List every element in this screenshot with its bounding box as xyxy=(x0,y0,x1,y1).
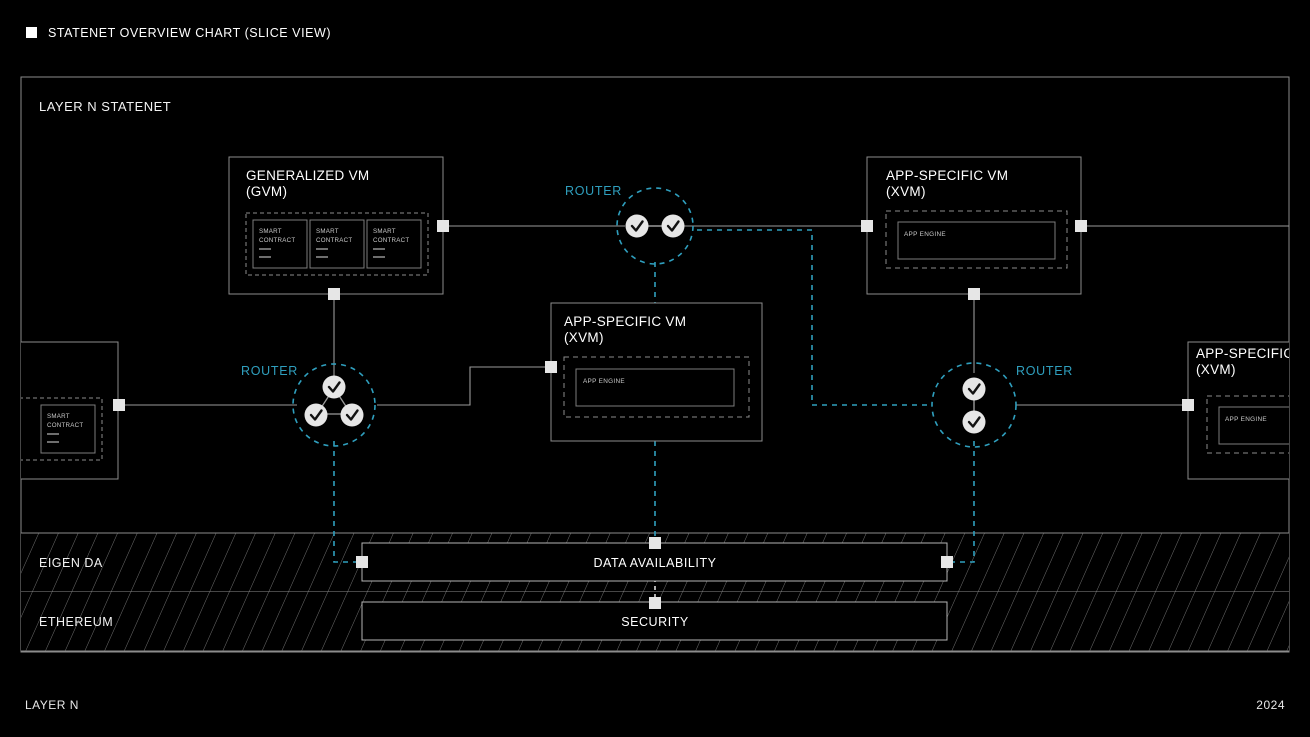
sc-label-line1: SMART xyxy=(316,228,339,235)
port-gvm-left-clipped-right[interactable] xyxy=(113,399,125,411)
check-icon xyxy=(345,409,359,421)
port-da-left[interactable] xyxy=(356,556,368,568)
check-icon xyxy=(967,383,981,395)
sc-label-line2: CONTRACT xyxy=(373,237,409,244)
router-check-node[interactable] xyxy=(340,403,364,427)
da-bar-label: DATA AVAILABILITY xyxy=(593,556,716,570)
app-engine-box[interactable] xyxy=(575,368,735,407)
node-xvm-center[interactable]: APP-SPECIFIC VM (XVM) APP ENGINE xyxy=(545,302,763,442)
square-marker-icon xyxy=(26,27,37,38)
node-xvm-top-right[interactable]: APP-SPECIFIC VM (XVM) APP ENGINE xyxy=(861,156,1087,300)
router-check-node[interactable] xyxy=(625,214,649,238)
header: STATENET OVERVIEW CHART (SLICE VIEW) xyxy=(26,26,331,40)
check-icon xyxy=(967,416,981,428)
sc-label-line1: SMART xyxy=(259,228,282,235)
footer: LAYER N 2024 xyxy=(25,698,1285,712)
router-top-center[interactable]: ROUTER xyxy=(565,184,694,265)
sc-label-line1: SMART xyxy=(373,228,396,235)
xvm-c-title-line1: APP-SPECIFIC VM xyxy=(564,314,686,329)
check-icon xyxy=(327,381,341,393)
smart-contract-card[interactable]: SMART CONTRACT xyxy=(252,219,308,269)
xvm-rc-title-line1: APP-SPECIFIC xyxy=(1196,346,1293,361)
sc-label-line2: CONTRACT xyxy=(259,237,295,244)
app-engine-label: APP ENGINE xyxy=(583,378,625,385)
gvm-title-line2: (GVM) xyxy=(246,184,287,199)
data-availability-bar[interactable]: DATA AVAILABILITY xyxy=(356,537,953,582)
port-security-top[interactable] xyxy=(649,597,661,609)
app-engine-box[interactable] xyxy=(1218,406,1310,445)
router-label: ROUTER xyxy=(1016,364,1073,378)
band-label-ethereum: ETHEREUM xyxy=(39,615,113,629)
band-label-eigen-da: EIGEN DA xyxy=(39,556,103,570)
smart-contract-card[interactable]: SMART CONTRACT xyxy=(366,219,422,269)
page-title: STATENET OVERVIEW CHART (SLICE VIEW) xyxy=(48,26,331,40)
check-icon xyxy=(630,220,644,232)
port-xvm-tr-left[interactable] xyxy=(861,220,873,232)
solid-links xyxy=(119,225,1289,406)
footer-left: LAYER N xyxy=(25,698,79,712)
port-gvm-right[interactable] xyxy=(437,220,449,232)
app-engine-box[interactable] xyxy=(897,221,1056,260)
port-xvm-tr-bottom[interactable] xyxy=(968,288,980,300)
check-icon xyxy=(309,409,323,421)
router-label: ROUTER xyxy=(565,184,622,198)
router-left[interactable]: ROUTER xyxy=(241,363,376,447)
router-check-node[interactable] xyxy=(304,403,328,427)
teal-routes xyxy=(333,229,975,563)
xvm-rc-title-line2: (XVM) xyxy=(1196,362,1236,377)
xvm-tr-title-line2: (XVM) xyxy=(886,184,926,199)
gvm-title-line1: GENERALIZED VM xyxy=(246,168,369,183)
node-gvm-main[interactable]: GENERALIZED VM (GVM) SMART CONTRACT SMAR… xyxy=(228,156,449,300)
router-check-node[interactable] xyxy=(661,214,685,238)
port-gvm-bottom[interactable] xyxy=(328,288,340,300)
sc-label-line2: CONTRACT xyxy=(47,422,83,429)
node-xvm-right-clipped[interactable]: APP-SPECIFIC (XVM) APP ENGINE xyxy=(1182,341,1310,480)
xvm-c-title-line2: (XVM) xyxy=(564,330,604,345)
port-xvm-rc-left[interactable] xyxy=(1182,399,1194,411)
router-label: ROUTER xyxy=(241,364,298,378)
router-check-node[interactable] xyxy=(962,377,986,401)
port-xvm-tr-right[interactable] xyxy=(1075,220,1087,232)
sc-label-line2: CONTRACT xyxy=(316,237,352,244)
smart-contract-card[interactable]: SMART CONTRACT xyxy=(309,219,365,269)
footer-right: 2024 xyxy=(1256,698,1285,712)
node-gvm-left-clipped[interactable]: SMART CONTRACT xyxy=(0,341,125,480)
smart-contract-card[interactable]: SMART CONTRACT xyxy=(40,404,96,454)
router-right[interactable]: ROUTER xyxy=(931,362,1073,448)
app-engine-label: APP ENGINE xyxy=(1225,416,1267,423)
router-check-node[interactable] xyxy=(962,410,986,434)
port-da-right[interactable] xyxy=(941,556,953,568)
xvm-tr-title-line1: APP-SPECIFIC VM xyxy=(886,168,1008,183)
security-bar[interactable]: SECURITY xyxy=(361,597,948,641)
app-engine-label: APP ENGINE xyxy=(904,231,946,238)
port-xvm-c-left[interactable] xyxy=(545,361,557,373)
sc-label-line1: SMART xyxy=(47,413,70,420)
frame-label: LAYER N STATENET xyxy=(39,99,171,114)
port-da-top[interactable] xyxy=(649,537,661,549)
check-icon xyxy=(666,220,680,232)
security-bar-label: SECURITY xyxy=(621,615,689,629)
router-check-node[interactable] xyxy=(322,375,346,399)
